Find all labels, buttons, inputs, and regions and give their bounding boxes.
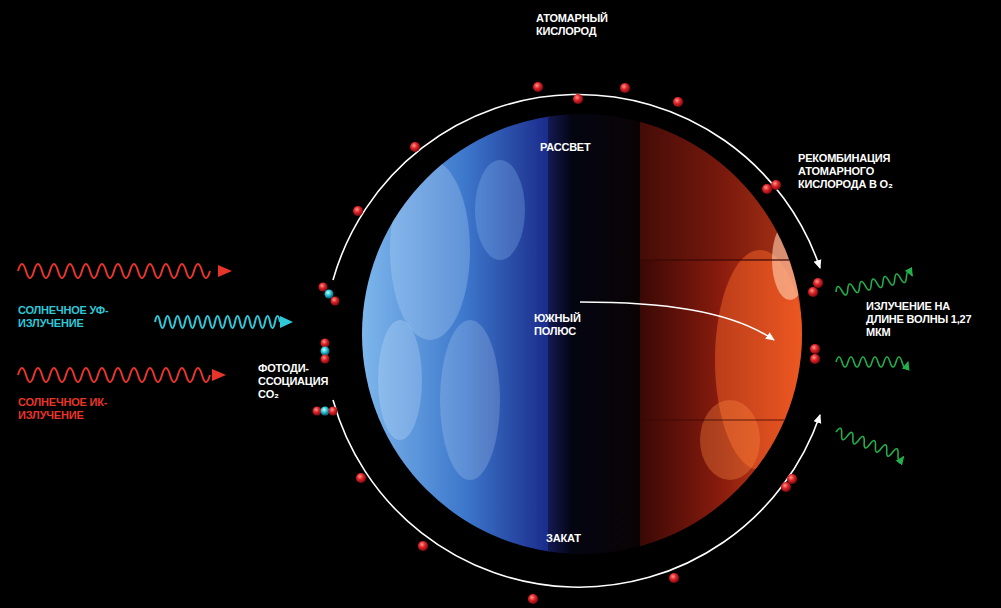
- wave-arrowhead: [280, 316, 293, 328]
- orbit-arc: [333, 400, 820, 587]
- emission-wave: [835, 271, 913, 297]
- radiation-label: СОЛНЕЧНОЕ УФ-ИЗЛУЧЕНИЕ: [18, 304, 130, 330]
- flow-arrow: [580, 302, 774, 340]
- emission-label: ИЗЛУЧЕНИЕ НА ДЛИНЕ ВОЛНЫ 1,27 МКМ: [866, 300, 984, 339]
- uv-wave: [155, 316, 280, 328]
- orbit-arc: [333, 94, 820, 280]
- terminator-label: РАССВЕТ: [540, 141, 620, 154]
- co2-molecules: [313, 283, 340, 416]
- process-label: РЕКОМБИНАЦИЯ АТОМАРНОГО КИСЛОРОДА В O₂: [798, 152, 916, 191]
- radiation-label: СОЛНЕЧНОЕ ИК-ИЗЛУЧЕНИЕ: [18, 396, 130, 422]
- wave-arrowhead: [218, 265, 232, 277]
- ir-wave: [18, 264, 210, 278]
- planet-disc: [360, 110, 808, 560]
- oxygen-atoms: [353, 82, 683, 604]
- wave-arrowhead: [212, 369, 226, 381]
- terminator-label: ЗАКАТ: [546, 532, 616, 545]
- process-label: ФОТОДИ- ССОЦИАЦИЯ CO₂: [258, 362, 332, 401]
- emission-wave: [836, 357, 908, 367]
- oxygen-molecules: [762, 180, 823, 492]
- emission-wave: [834, 427, 905, 461]
- ir-wave: [18, 368, 210, 382]
- region-label: АТОМАРНЫЙ КИСЛОРОД: [536, 12, 646, 38]
- pole-label: ЮЖНЫЙ ПОЛЮС: [534, 312, 604, 338]
